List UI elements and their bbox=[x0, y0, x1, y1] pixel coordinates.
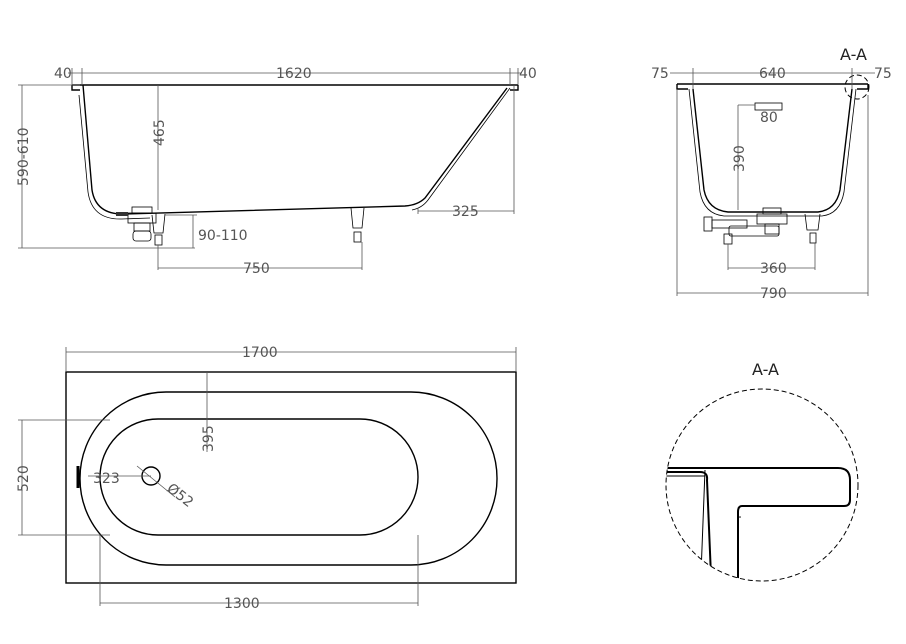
dim-feet-adjust: 90-110 bbox=[198, 228, 248, 244]
side-tub-inner bbox=[78, 94, 151, 220]
side-dimensions bbox=[18, 68, 522, 270]
dim-drain-offset-y: 395 bbox=[201, 425, 217, 452]
dim-drain-offset-x: 323 bbox=[93, 471, 120, 487]
dim-rim-right: 40 bbox=[519, 66, 537, 82]
section-label: A-A bbox=[840, 45, 867, 64]
side-view: 40 1620 40 590-610 465 90-110 750 325 bbox=[16, 66, 537, 277]
dim-inner-width: 640 bbox=[759, 66, 786, 82]
top-outer-oval bbox=[79, 391, 498, 566]
dim-overflow: 80 bbox=[760, 110, 778, 126]
detail-label: A-A bbox=[752, 360, 779, 379]
detail-profile bbox=[666, 467, 851, 581]
dim-height: 590-610 bbox=[16, 128, 32, 187]
top-outline bbox=[65, 371, 517, 584]
section-view: A-A 75 640 75 80 390 360 790 bbox=[651, 45, 892, 302]
dim-rim-left: 40 bbox=[54, 66, 72, 82]
dim-top-width: 520 bbox=[16, 465, 32, 492]
top-inner-oval bbox=[99, 418, 419, 536]
side-drain bbox=[116, 206, 157, 242]
dim-section-feet-spacing: 360 bbox=[760, 261, 787, 277]
dim-feet-spacing: 750 bbox=[243, 261, 270, 277]
detail-view: A-A bbox=[665, 360, 859, 582]
dim-drain-diameter: Ø52 bbox=[164, 481, 197, 511]
section-tub-inner bbox=[688, 88, 857, 217]
section-dimensions bbox=[670, 68, 875, 296]
dim-length: 1620 bbox=[276, 66, 312, 82]
section-tub-outer bbox=[692, 88, 853, 213]
dim-total-width: 790 bbox=[760, 286, 787, 302]
detail-circle bbox=[665, 388, 859, 582]
section-rim bbox=[676, 83, 869, 90]
top-dimensions bbox=[18, 347, 517, 606]
section-drain bbox=[703, 207, 821, 245]
dim-overflow-height: 390 bbox=[732, 145, 748, 172]
dim-inner-length: 1300 bbox=[224, 596, 260, 612]
side-tub-outer bbox=[82, 84, 508, 215]
dim-depth: 465 bbox=[152, 119, 168, 146]
top-view: 1700 520 395 323 Ø52 1300 bbox=[16, 345, 517, 612]
dim-slope-offset: 325 bbox=[452, 204, 479, 220]
overflow bbox=[754, 102, 783, 111]
dim-top-length: 1700 bbox=[242, 345, 278, 361]
dim-section-rim-right: 75 bbox=[874, 66, 892, 82]
side-feet bbox=[151, 207, 365, 246]
detail-marker-circle bbox=[844, 74, 870, 100]
dim-section-rim-left: 75 bbox=[651, 66, 669, 82]
side-rim bbox=[71, 84, 519, 91]
